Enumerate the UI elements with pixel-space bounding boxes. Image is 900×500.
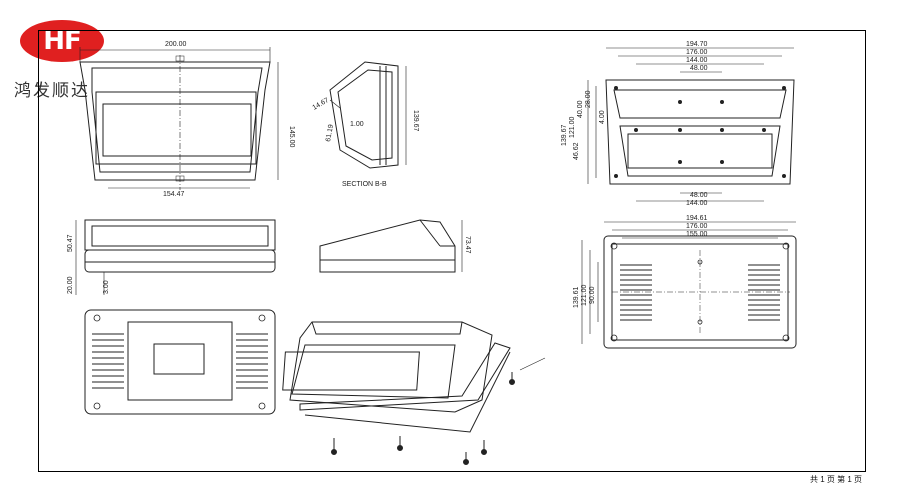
dim-tr-h3: 28.00 [585,90,592,108]
bottom-right-view [581,221,797,349]
dim-side-right-height: 73.47 [464,236,471,254]
dim-section-b: 1.00 [350,121,364,128]
dim-br-w0: 194.61 [686,215,708,222]
dim-front-height: 145.00 [288,126,295,148]
dim-side-bottom: 20.00 [67,276,74,294]
dim-tr-h5: 4.00 [599,110,606,124]
isometric-view [282,321,546,433]
vent-slots-right [620,264,780,321]
front-view [79,47,279,190]
brand-name: 鸿发顺达 [14,81,90,101]
logo: HF [20,20,104,62]
dim-tr-h4: 46.62 [573,142,580,160]
dim-tr-w0: 194.70 [686,41,708,48]
dim-side-height: 50.47 [67,234,74,252]
dim-front-width-top: 200.00 [165,41,187,48]
drawing-frame [38,30,866,472]
dim-tr-w2: 144.00 [686,57,708,64]
page-info: 共 1 页 第 1 页 [809,475,862,484]
dim-section-height: 139.67 [412,110,419,132]
top-right-view [587,47,795,202]
section-view [329,61,407,169]
dim-tr-h0: 139.67 [561,124,568,146]
dim-tr-b0: 48.00 [690,192,708,199]
side-view-right [319,219,463,273]
dim-tr-b1: 144.00 [686,200,708,207]
dim-br-w2: 155.00 [686,231,708,238]
bottom-plan-view [84,309,276,415]
dim-tr-h1: 121.00 [569,116,576,138]
side-view-left [75,219,276,295]
dim-tr-w1: 176.00 [686,49,708,56]
logo-text: HF [43,26,82,56]
dim-br-h2: 90.00 [589,286,596,304]
dim-section-c: 61.19 [325,124,335,143]
dim-br-h1: 121.00 [581,284,588,306]
dim-section-a: 14.67 [312,97,331,112]
dim-br-w1: 176.00 [686,223,708,230]
dim-side-wall: 3.00 [103,280,110,294]
dim-tr-w3: 48.00 [690,65,708,72]
dim-br-h0: 139.61 [573,286,580,308]
screws [331,372,515,465]
dim-tr-h2: 40.00 [577,100,584,118]
dim-front-width-bottom: 154.47 [163,191,185,198]
vent-slots-left [92,333,268,389]
section-title: SECTION B-B [342,181,387,188]
